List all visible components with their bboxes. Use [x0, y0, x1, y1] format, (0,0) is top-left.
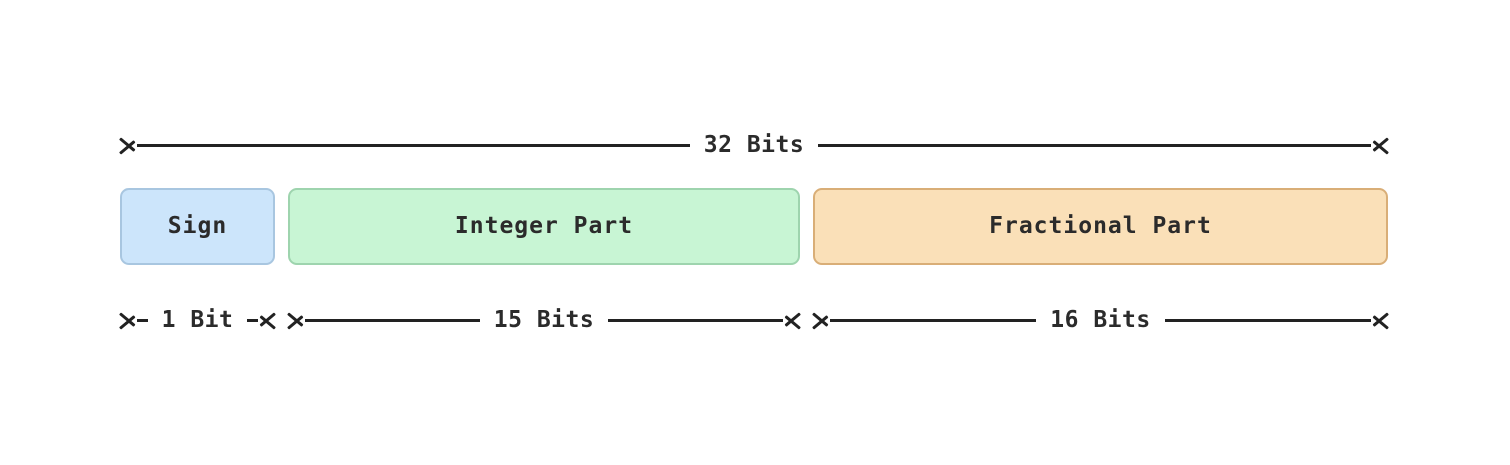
field-label-sign: Sign [167, 213, 228, 239]
field-width-arrow-fractional-part: 16 Bits [813, 303, 1388, 337]
total-width-arrow: 32 Bits [120, 128, 1388, 162]
arrow-line [247, 318, 258, 322]
arrow-head-right-icon [258, 307, 275, 333]
arrow-line [305, 318, 480, 322]
field-width-arrow-sign: 1 Bit [120, 303, 275, 337]
arrow-head-left-icon [813, 307, 830, 333]
arrow-line [137, 143, 690, 147]
field-width-arrow-integer-part: 15 Bits [288, 303, 800, 337]
arrow-line [1164, 318, 1371, 322]
field-label-integer-part: Integer Part [454, 213, 634, 239]
arrow-line [818, 143, 1371, 147]
arrow-line [830, 318, 1037, 322]
arrow-head-right-icon [1371, 132, 1388, 158]
field-width-label-fractional-part: 16 Bits [1050, 306, 1151, 333]
field-label-fractional-part: Fractional Part [989, 213, 1212, 239]
field-width-label-integer-part: 15 Bits [493, 306, 595, 333]
field-width-label-sign: 1 Bit [161, 306, 234, 333]
arrow-head-right-icon [1371, 307, 1388, 333]
arrow-head-left-icon [120, 307, 137, 333]
total-width-label: 32 Bits [703, 131, 805, 158]
field-box-sign[interactable]: Sign [120, 188, 275, 265]
arrow-head-left-icon [288, 307, 305, 333]
field-box-fractional-part[interactable]: Fractional Part [813, 188, 1388, 265]
arrow-line [137, 318, 148, 322]
arrow-head-left-icon [120, 132, 137, 158]
arrow-line [608, 318, 783, 322]
arrow-head-right-icon [783, 307, 800, 333]
field-box-integer-part[interactable]: Integer Part [288, 188, 800, 265]
